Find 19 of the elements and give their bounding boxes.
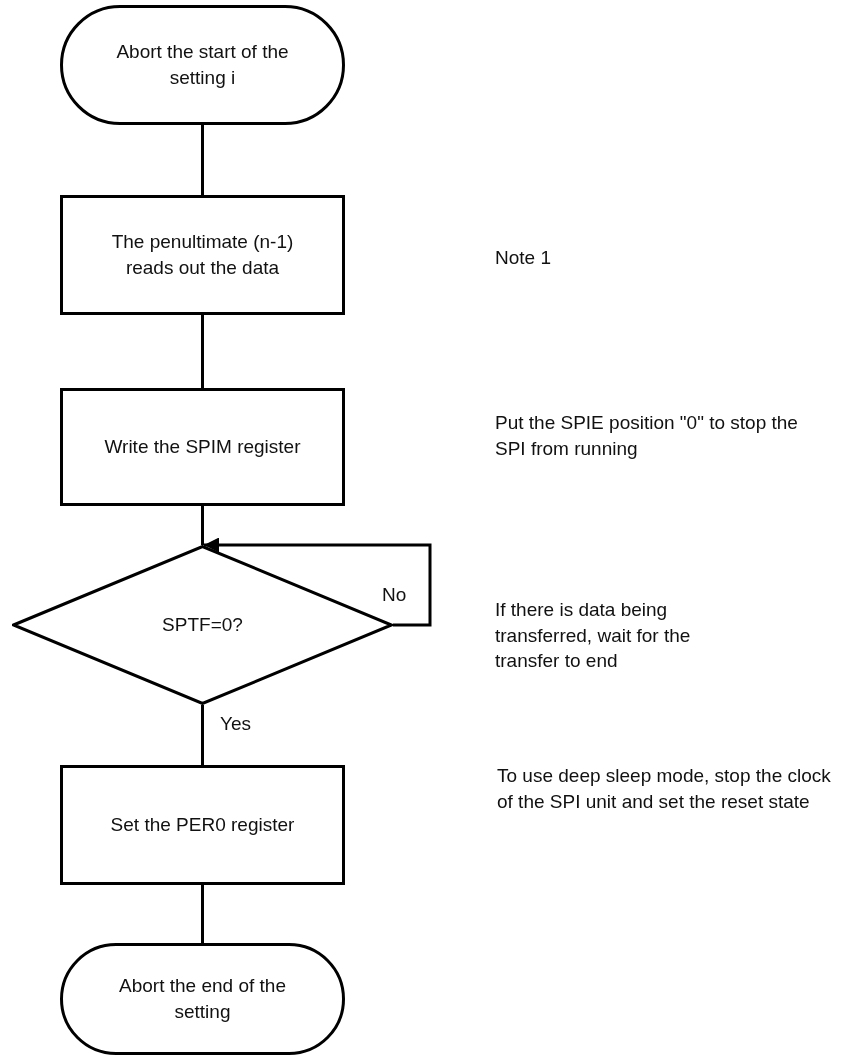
node-label: SPTF=0? <box>161 613 244 638</box>
node-label: Abort the end of the setting <box>118 974 287 1024</box>
node-label: Write the SPIM register <box>103 435 302 460</box>
process-box <box>60 388 345 506</box>
node-label: Set the PER0 register <box>109 813 296 838</box>
note-text: To use deep sleep mode, stop the clock of the SPI unit and set the reset state <box>497 764 832 814</box>
note-text: Note 1 <box>495 246 552 270</box>
connector-line <box>201 315 204 388</box>
connector-line <box>201 506 204 545</box>
connector-line <box>201 705 204 765</box>
node-label: The penultimate (n-1) reads out the data <box>110 230 295 280</box>
node-label: Abort the start of the setting i <box>115 40 290 90</box>
note-text: Put the SPIE position "0" to stop the SPI from running <box>495 411 799 461</box>
process-box <box>60 195 345 315</box>
process-box <box>60 765 345 885</box>
connector-line <box>201 885 204 943</box>
arrow <box>204 537 432 627</box>
connector-line <box>201 125 204 195</box>
note-text: If there is data being transferred, wait for the transfer to end <box>495 598 692 674</box>
